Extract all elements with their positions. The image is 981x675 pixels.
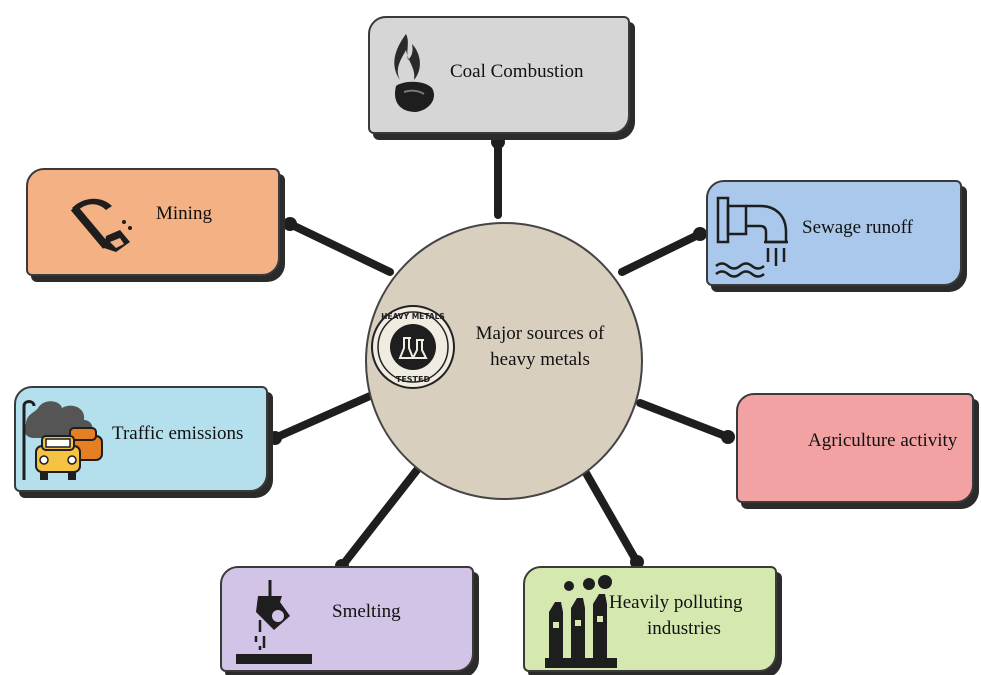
industries-label: Heavily polluting industries bbox=[609, 590, 743, 641]
connector-dot-industries bbox=[630, 555, 644, 569]
mining-box: Mining bbox=[26, 168, 280, 276]
ladle-pour-icon bbox=[236, 580, 312, 664]
traffic-emissions-label: Traffic emissions bbox=[112, 423, 244, 444]
traffic-emissions-box: Traffic emissions bbox=[14, 386, 268, 492]
badge-bottom-text: TESTED bbox=[396, 375, 431, 384]
industries-label-line1: Heavily polluting bbox=[609, 592, 743, 613]
coal-combustion-box: Coal Combustion bbox=[368, 16, 630, 134]
connector-dot-agriculture bbox=[721, 430, 735, 444]
industries-box: Heavily polluting industries bbox=[523, 566, 777, 672]
mining-label: Mining bbox=[156, 203, 212, 224]
connector-dot-sewage bbox=[693, 227, 707, 241]
connector-agriculture bbox=[636, 399, 732, 441]
connector-industries bbox=[578, 462, 641, 566]
agriculture-activity-label: Agriculture activity bbox=[808, 430, 958, 451]
center-circle bbox=[365, 222, 643, 500]
cars-smoke-icon bbox=[22, 400, 103, 480]
sewage-runoff-box: Sewage runoff bbox=[706, 180, 962, 286]
industries-label-line2: industries bbox=[647, 617, 721, 639]
connector-traffic bbox=[271, 392, 374, 442]
smelting-label: Smelting bbox=[332, 601, 401, 622]
sewage-runoff-label: Sewage runoff bbox=[802, 217, 913, 238]
coal-combustion-label: Coal Combustion bbox=[450, 61, 584, 82]
badge-top-text: HEAVY METALS bbox=[381, 312, 445, 321]
smelting-box: Smelting bbox=[220, 566, 474, 672]
pipes-icon bbox=[715, 196, 788, 278]
pickaxe-icon bbox=[70, 198, 132, 252]
center-title: Major sources of heavy metals bbox=[460, 321, 620, 372]
connector-dot-mining bbox=[283, 217, 297, 231]
factory-icon bbox=[545, 575, 617, 668]
connector-dot-traffic bbox=[268, 431, 282, 445]
flame-coal-icon bbox=[394, 34, 435, 112]
connector-mining bbox=[286, 220, 394, 276]
center-title-line2: heavy metals bbox=[490, 348, 590, 370]
heavy-metals-tested-badge-icon: HEAVY METALS TESTED bbox=[371, 305, 455, 389]
connector-smelting bbox=[338, 457, 428, 570]
connector-dot-coal bbox=[491, 135, 505, 149]
connector-sewage bbox=[618, 230, 704, 276]
center-title-line1: Major sources of bbox=[475, 323, 605, 344]
agriculture-activity-box: Agriculture activity bbox=[736, 393, 974, 503]
